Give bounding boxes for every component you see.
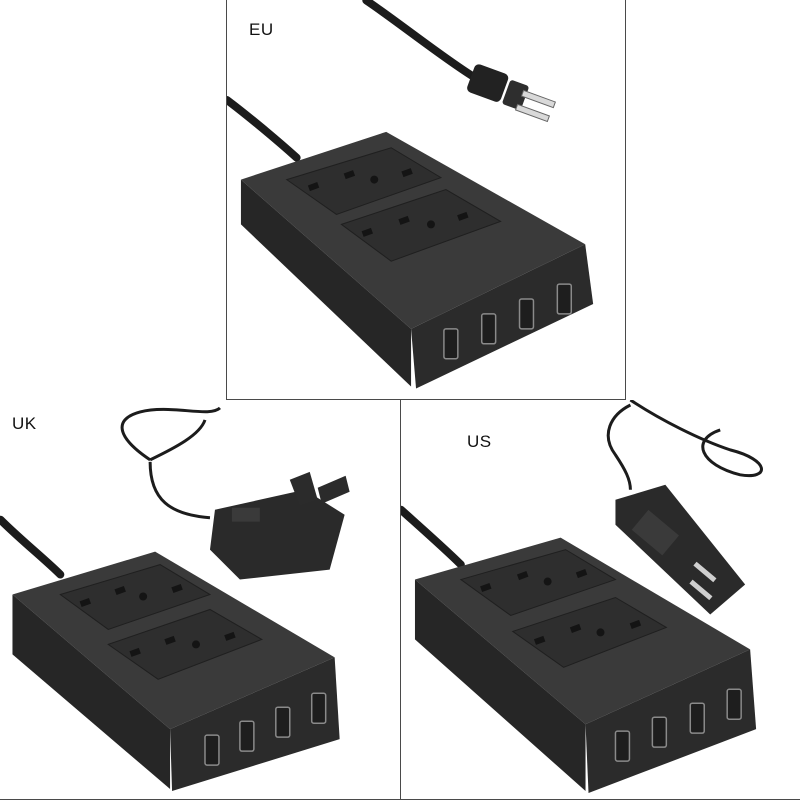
usb-ports	[614, 688, 742, 762]
power-strip-body	[414, 537, 757, 794]
region-label-eu: EU	[249, 20, 274, 39]
blank-area-right	[626, 0, 800, 400]
adapter-cable	[120, 406, 222, 520]
power-strip-uk-photo	[0, 406, 350, 792]
power-cable-to-strip	[0, 515, 65, 579]
panel-eu: EU	[226, 0, 626, 400]
power-strip-body	[240, 131, 594, 389]
three-prong-plug-icon	[467, 64, 556, 123]
usb-ports	[443, 283, 573, 360]
panel-uk: UK	[0, 400, 401, 800]
blank-area-left	[0, 0, 226, 400]
region-label-us: US	[467, 432, 492, 451]
power-strip-eu-photo	[227, 0, 594, 389]
adapter-cable	[606, 400, 763, 490]
panel-us: US	[400, 400, 800, 800]
uk-wall-adapter-icon	[209, 471, 350, 580]
us-wall-adapter-icon	[615, 484, 746, 615]
power-cable-to-strip	[401, 505, 465, 569]
power-cable	[362, 0, 480, 83]
power-strip-body	[12, 551, 340, 792]
region-label-uk: UK	[12, 414, 37, 433]
usb-ports	[204, 692, 327, 766]
power-cable-to-strip	[227, 96, 301, 162]
power-strip-us-photo	[401, 400, 763, 794]
